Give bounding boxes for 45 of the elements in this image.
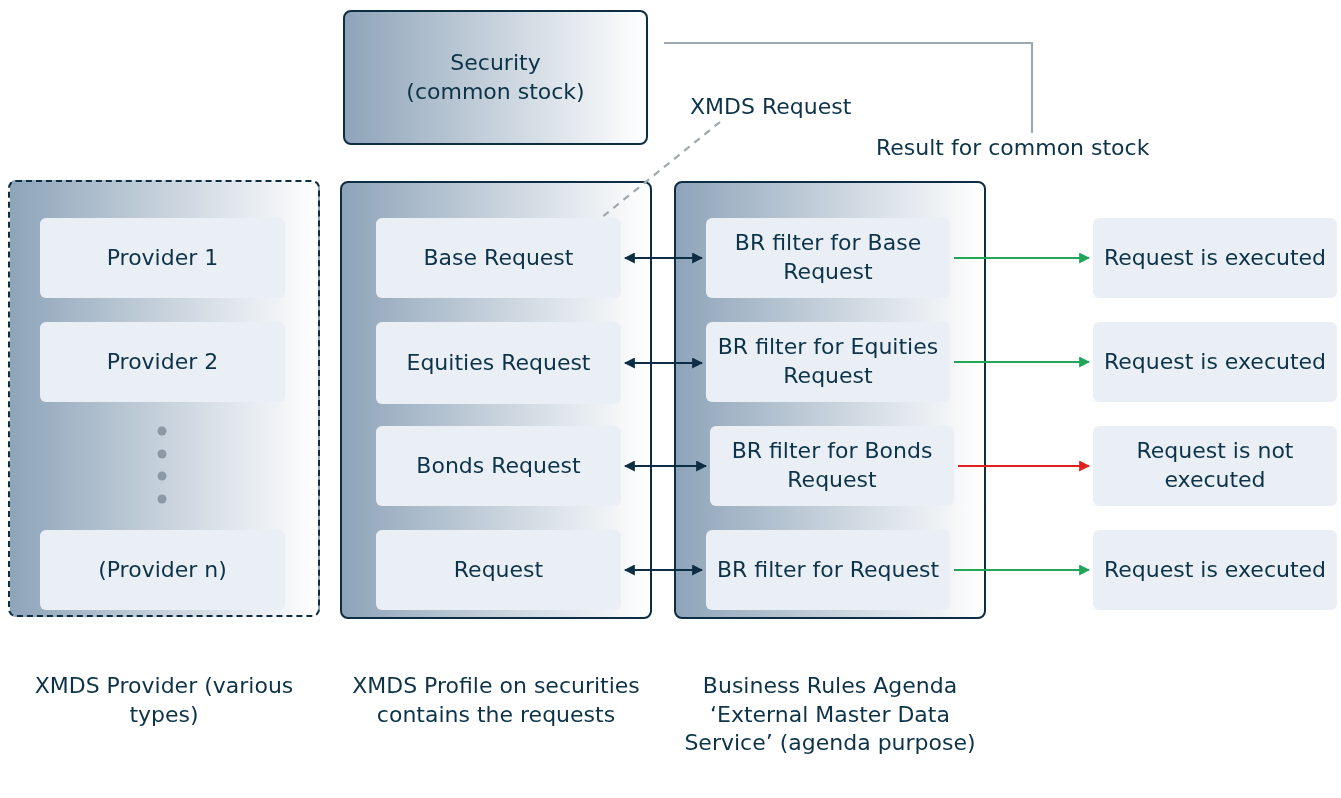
group-panel [674,181,986,619]
arrow [623,460,708,472]
arrow [623,564,704,576]
arrow [954,564,1091,576]
group-caption: XMDS Provider (various types) [33,672,295,729]
box-label: Request is executed [1103,555,1327,584]
box-label: BR filter for Base Request [733,229,923,286]
process-box [710,426,954,506]
process-box [706,322,950,402]
arrow [623,252,704,264]
group-panel [340,181,652,619]
box-label: BR filter for Request [716,555,940,584]
box-label: BR filter for Bonds Request [730,437,934,494]
box-label: Base Request [423,243,574,272]
process-box [706,530,950,610]
process-box [40,218,285,298]
box-label: Provider 1 [106,243,219,272]
box-label: Security (common stock) [405,48,586,106]
leader-line [600,121,721,219]
group-caption: XMDS Profile on securities contains the requests [351,672,641,729]
arrow [954,356,1091,368]
box-label: Request is not executed [1135,437,1295,494]
box-label: Request is executed [1103,347,1327,376]
process-box [706,218,950,298]
group-caption: Business Rules Agenda ‘External Master Data Service’ (agenda purpose) [683,672,977,758]
box-label: XMDS Request [690,92,852,121]
process-box [376,218,621,298]
box-label: (Provider n) [98,555,227,584]
process-box [376,322,621,404]
box-label: Equities Request [406,348,591,377]
security-box [343,10,648,145]
box-label: Bonds Request [416,451,581,480]
arrow [954,252,1091,264]
arrow [623,357,704,369]
process-box [376,426,621,506]
box-label: Result for common stock [876,133,1150,162]
box-label: Provider 2 [106,347,219,376]
box-label: BR filter for Equities Request [716,333,940,390]
arrow [958,460,1091,472]
box-label: Request is executed [1103,243,1327,272]
process-box [376,530,621,610]
process-box [40,530,285,610]
box-label: Request [453,555,544,584]
process-box [40,322,285,402]
provider-group-panel [8,180,320,617]
